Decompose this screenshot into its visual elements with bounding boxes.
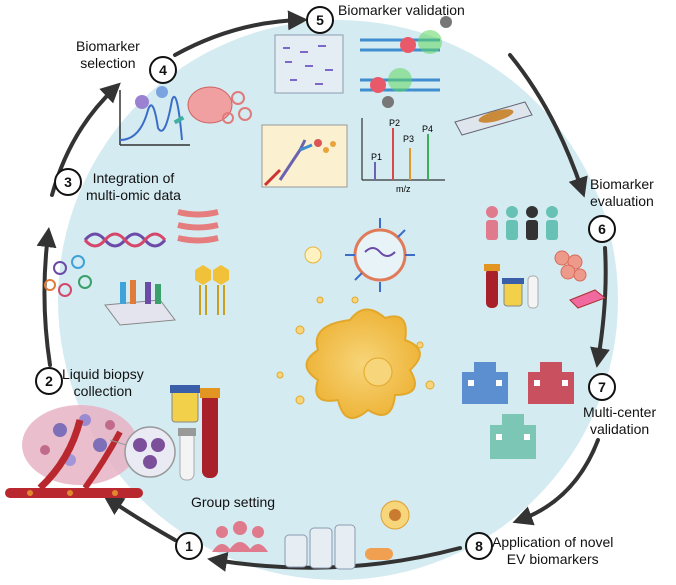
step-8-number: 8: [465, 532, 493, 560]
step-1-number: 1: [175, 532, 203, 560]
step-5-label: Biomarker validation: [338, 2, 465, 18]
biomarker-selection-chart: [119, 86, 252, 146]
drug-vials-icon: [284, 500, 410, 570]
peak-label: P4: [422, 124, 433, 134]
evaluation-samples-icon: [484, 250, 607, 309]
extracellular-vesicle-icon: [304, 218, 415, 292]
step-3-number: 3: [54, 168, 82, 196]
microscope-slide-icon: [454, 101, 533, 136]
peak-label: P2: [389, 118, 400, 128]
gel-electrophoresis-icon: [274, 34, 344, 94]
step-5-number: 5: [306, 6, 334, 34]
probe-assay-icon: [360, 16, 452, 108]
step-4-number: 4: [149, 56, 177, 84]
step-2-number: 2: [35, 367, 63, 395]
step-1-label: Group setting: [191, 494, 276, 510]
blood-vessel-illustration: [5, 405, 176, 498]
cycle-arrows: [36, 10, 610, 572]
group-people-icon: [212, 521, 268, 552]
multi-omic-icons: [44, 209, 229, 326]
peak-label: P3: [403, 134, 414, 144]
axis-label: m/z: [396, 184, 411, 194]
step-7-number: 7: [588, 373, 616, 401]
step-6-number: 6: [588, 215, 616, 243]
immunoassay-beaker-icon: [261, 124, 348, 188]
patient-cohort-icon: [486, 206, 558, 240]
hospital-icons: [462, 362, 574, 459]
sample-tubes-icon: [170, 385, 220, 481]
mass-spectrum-chart: P1 P2 P3 P4 m/z: [361, 118, 445, 194]
cycle-background: [58, 20, 618, 580]
peak-label: P1: [371, 152, 382, 162]
cancer-cell-icon: [276, 296, 435, 419]
